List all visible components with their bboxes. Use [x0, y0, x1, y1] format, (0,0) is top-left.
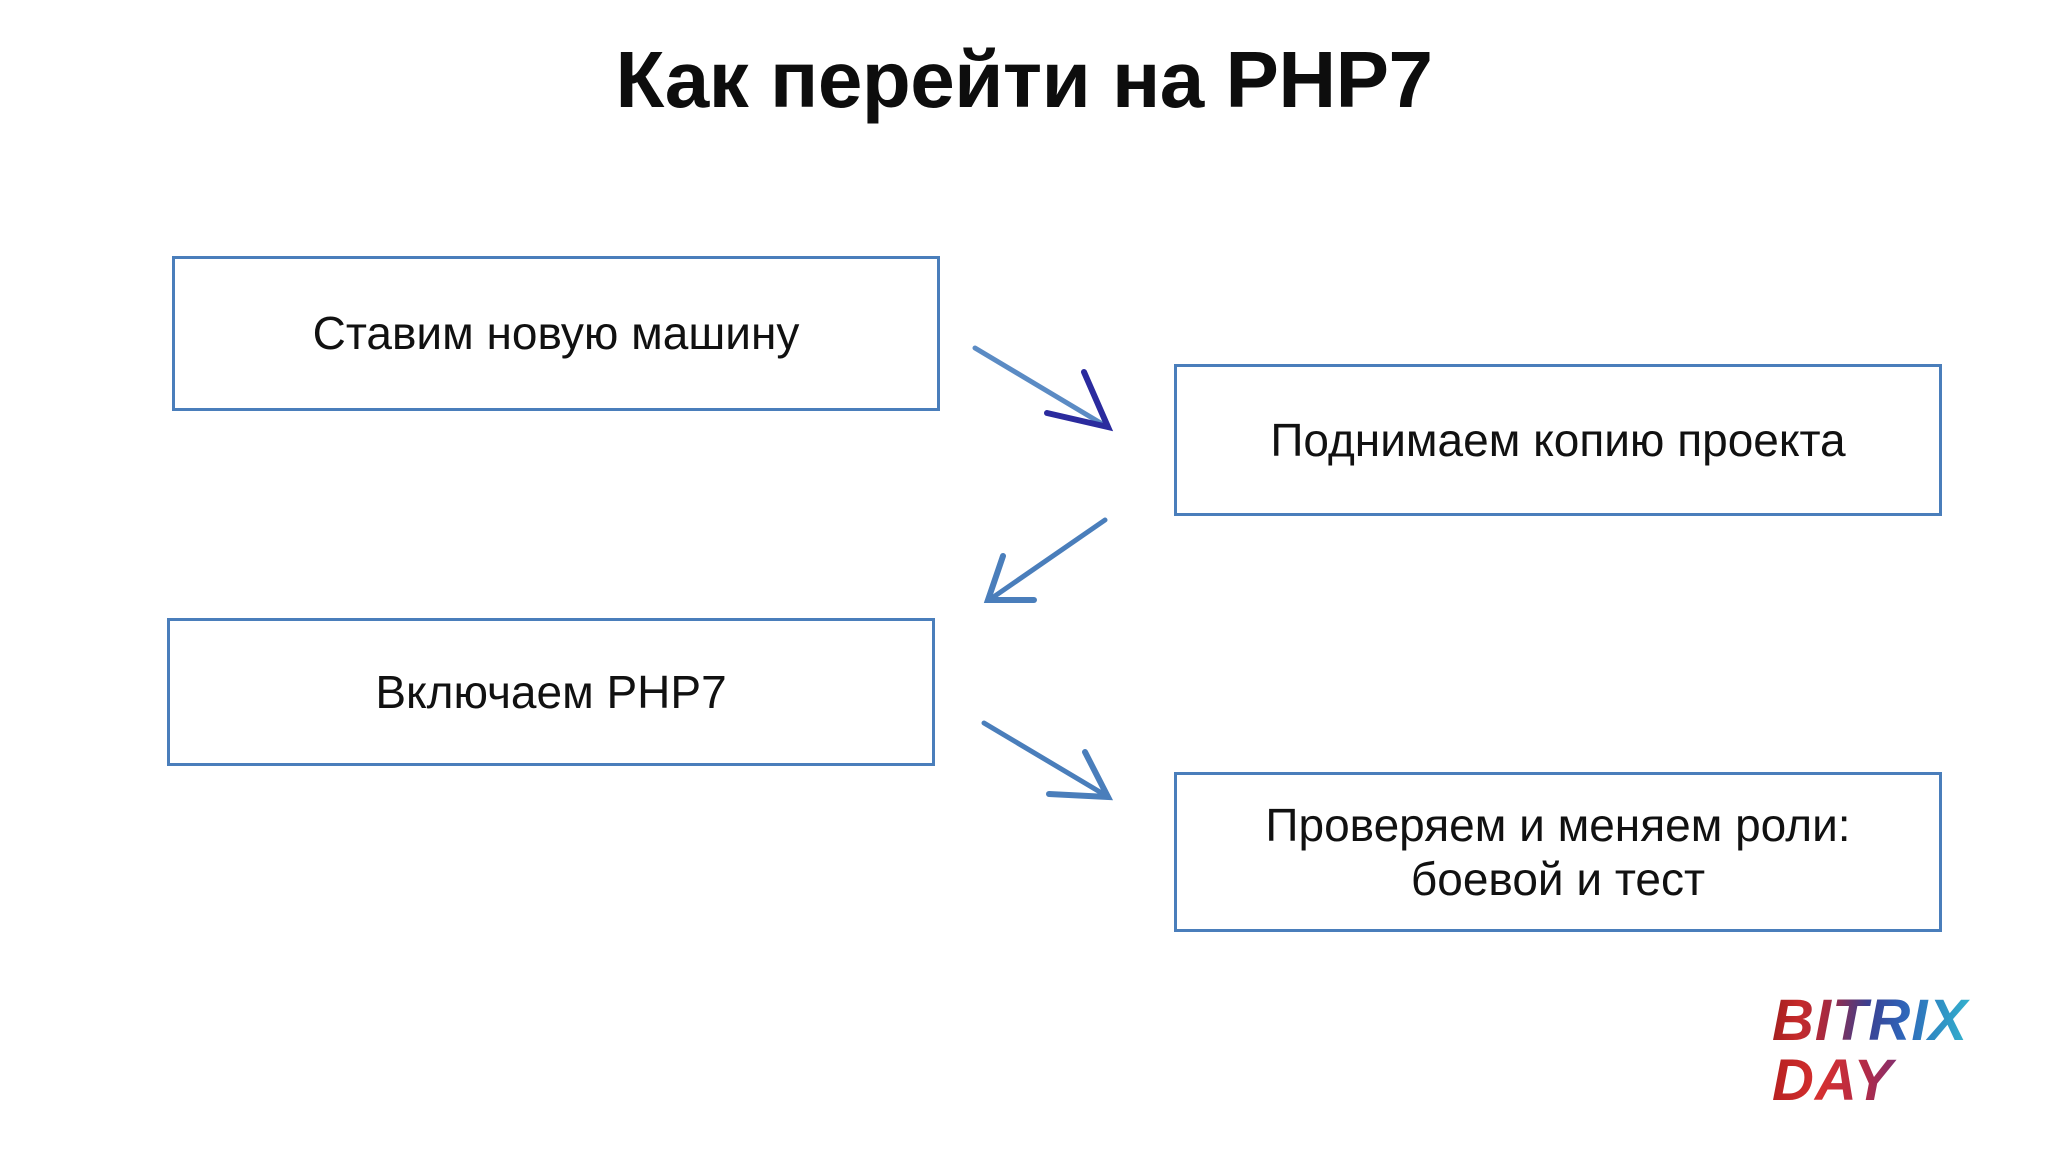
arrow-new-machine-to-project-copy — [972, 345, 1114, 432]
flow-box-project-copy-label: Поднимаем копию проекта — [1270, 413, 1846, 466]
flow-box-new-machine[interactable]: Ставим новую машину — [172, 256, 940, 411]
arrow-3-head-icon — [1046, 749, 1114, 801]
page-title: Как перейти на PHP7 — [615, 35, 1433, 124]
flow-box-check-roles-label: Проверяем и меняем роли: боевой и тест — [1265, 798, 1851, 905]
logo-line-day: DAY — [1772, 1052, 2022, 1110]
arrow-enable-php7-to-check-roles — [981, 720, 1114, 801]
arrow-1-shaft — [972, 345, 1107, 428]
flow-box-check-roles[interactable]: Проверяем и меняем роли: боевой и тест — [1174, 772, 1942, 932]
flow-box-enable-php7-label: Включаем PHP7 — [375, 665, 727, 718]
flow-box-new-machine-label: Ставим новую машину — [312, 307, 800, 360]
flow-box-project-copy[interactable]: Поднимаем копию проекта — [1174, 364, 1942, 516]
arrow-2-shaft — [989, 517, 1108, 601]
arrow-project-copy-to-enable-php7 — [983, 517, 1108, 603]
flow-box-enable-php7[interactable]: Включаем PHP7 — [167, 618, 935, 766]
arrow-3-shaft — [981, 720, 1108, 798]
logo-line-bitrix: BITRIX — [1772, 992, 2022, 1050]
arrow-2-head-icon — [983, 553, 1037, 603]
bitrix-day-logo: BITRIX DAY — [1772, 992, 2022, 1122]
arrow-1-head-icon — [1044, 369, 1114, 432]
